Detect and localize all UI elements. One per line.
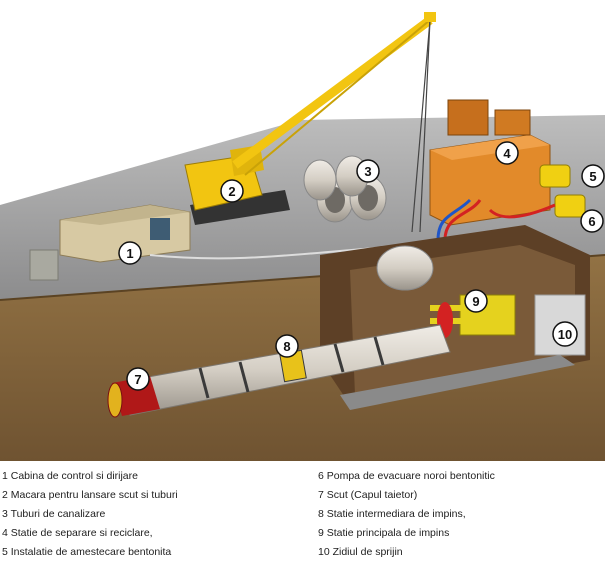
callout-2-number: 2	[228, 184, 235, 199]
bentonite-units	[539, 164, 586, 218]
callout-4: 4	[495, 141, 519, 165]
legend: 1 Cabina de control si dirijare 2 Macara…	[0, 461, 605, 561]
callout-9-number: 9	[472, 294, 479, 309]
callout-3: 3	[356, 159, 380, 183]
callout-4-number: 4	[503, 146, 511, 161]
legend-right-column: 6 Pompa de evacuare noroi bentonitic 7 S…	[318, 467, 495, 562]
legend-item: 10 Zidiul de sprijin	[318, 546, 403, 558]
callout-5-number: 5	[589, 169, 596, 184]
legend-item: 4 Statie de separare si reciclare,	[2, 527, 153, 539]
callout-3-number: 3	[364, 164, 371, 179]
legend-item: 1 Cabina de control si dirijare	[2, 470, 138, 482]
legend-item: 5 Instalatie de amestecare bentonita	[2, 546, 172, 558]
callout-9: 9	[464, 289, 488, 313]
legend-item: 7 Scut (Capul taietor)	[318, 489, 418, 501]
callout-5: 5	[581, 164, 605, 188]
callout-8: 8	[275, 334, 299, 358]
red-hose-2	[488, 203, 556, 219]
callout-7-number: 7	[134, 372, 141, 387]
callout-10: 10	[552, 321, 578, 347]
crane	[184, 12, 436, 233]
suspended-pipe	[376, 245, 434, 291]
callout-2: 2	[220, 179, 244, 203]
legend-item: 9 Statie principala de impins	[318, 527, 450, 539]
callout-6-number: 6	[588, 214, 595, 229]
callout-1: 1	[118, 241, 142, 265]
legend-item: 3 Tuburi de canalizare	[2, 508, 106, 520]
callout-7: 7	[126, 367, 150, 391]
callout-1-number: 1	[126, 246, 133, 261]
cutter-shield	[107, 376, 160, 418]
pipe-joints	[198, 336, 385, 399]
legend-item: 2 Macara pentru lansare scut si tuburi	[2, 489, 178, 501]
callout-8-number: 8	[283, 339, 290, 354]
microtunneling-diagram: 1 2 3 4 5 6 7 8 9 10	[0, 12, 605, 461]
legend-item: 8 Statie intermediara de impins,	[318, 508, 466, 520]
legend-left-column: 1 Cabina de control si dirijare 2 Macara…	[2, 467, 178, 562]
callout-10-number: 10	[558, 327, 572, 342]
control-cabin	[29, 204, 191, 281]
separation-plant	[429, 99, 551, 226]
legend-item: 6 Pompa de evacuare noroi bentonitic	[318, 470, 495, 482]
callout-6: 6	[580, 209, 604, 233]
